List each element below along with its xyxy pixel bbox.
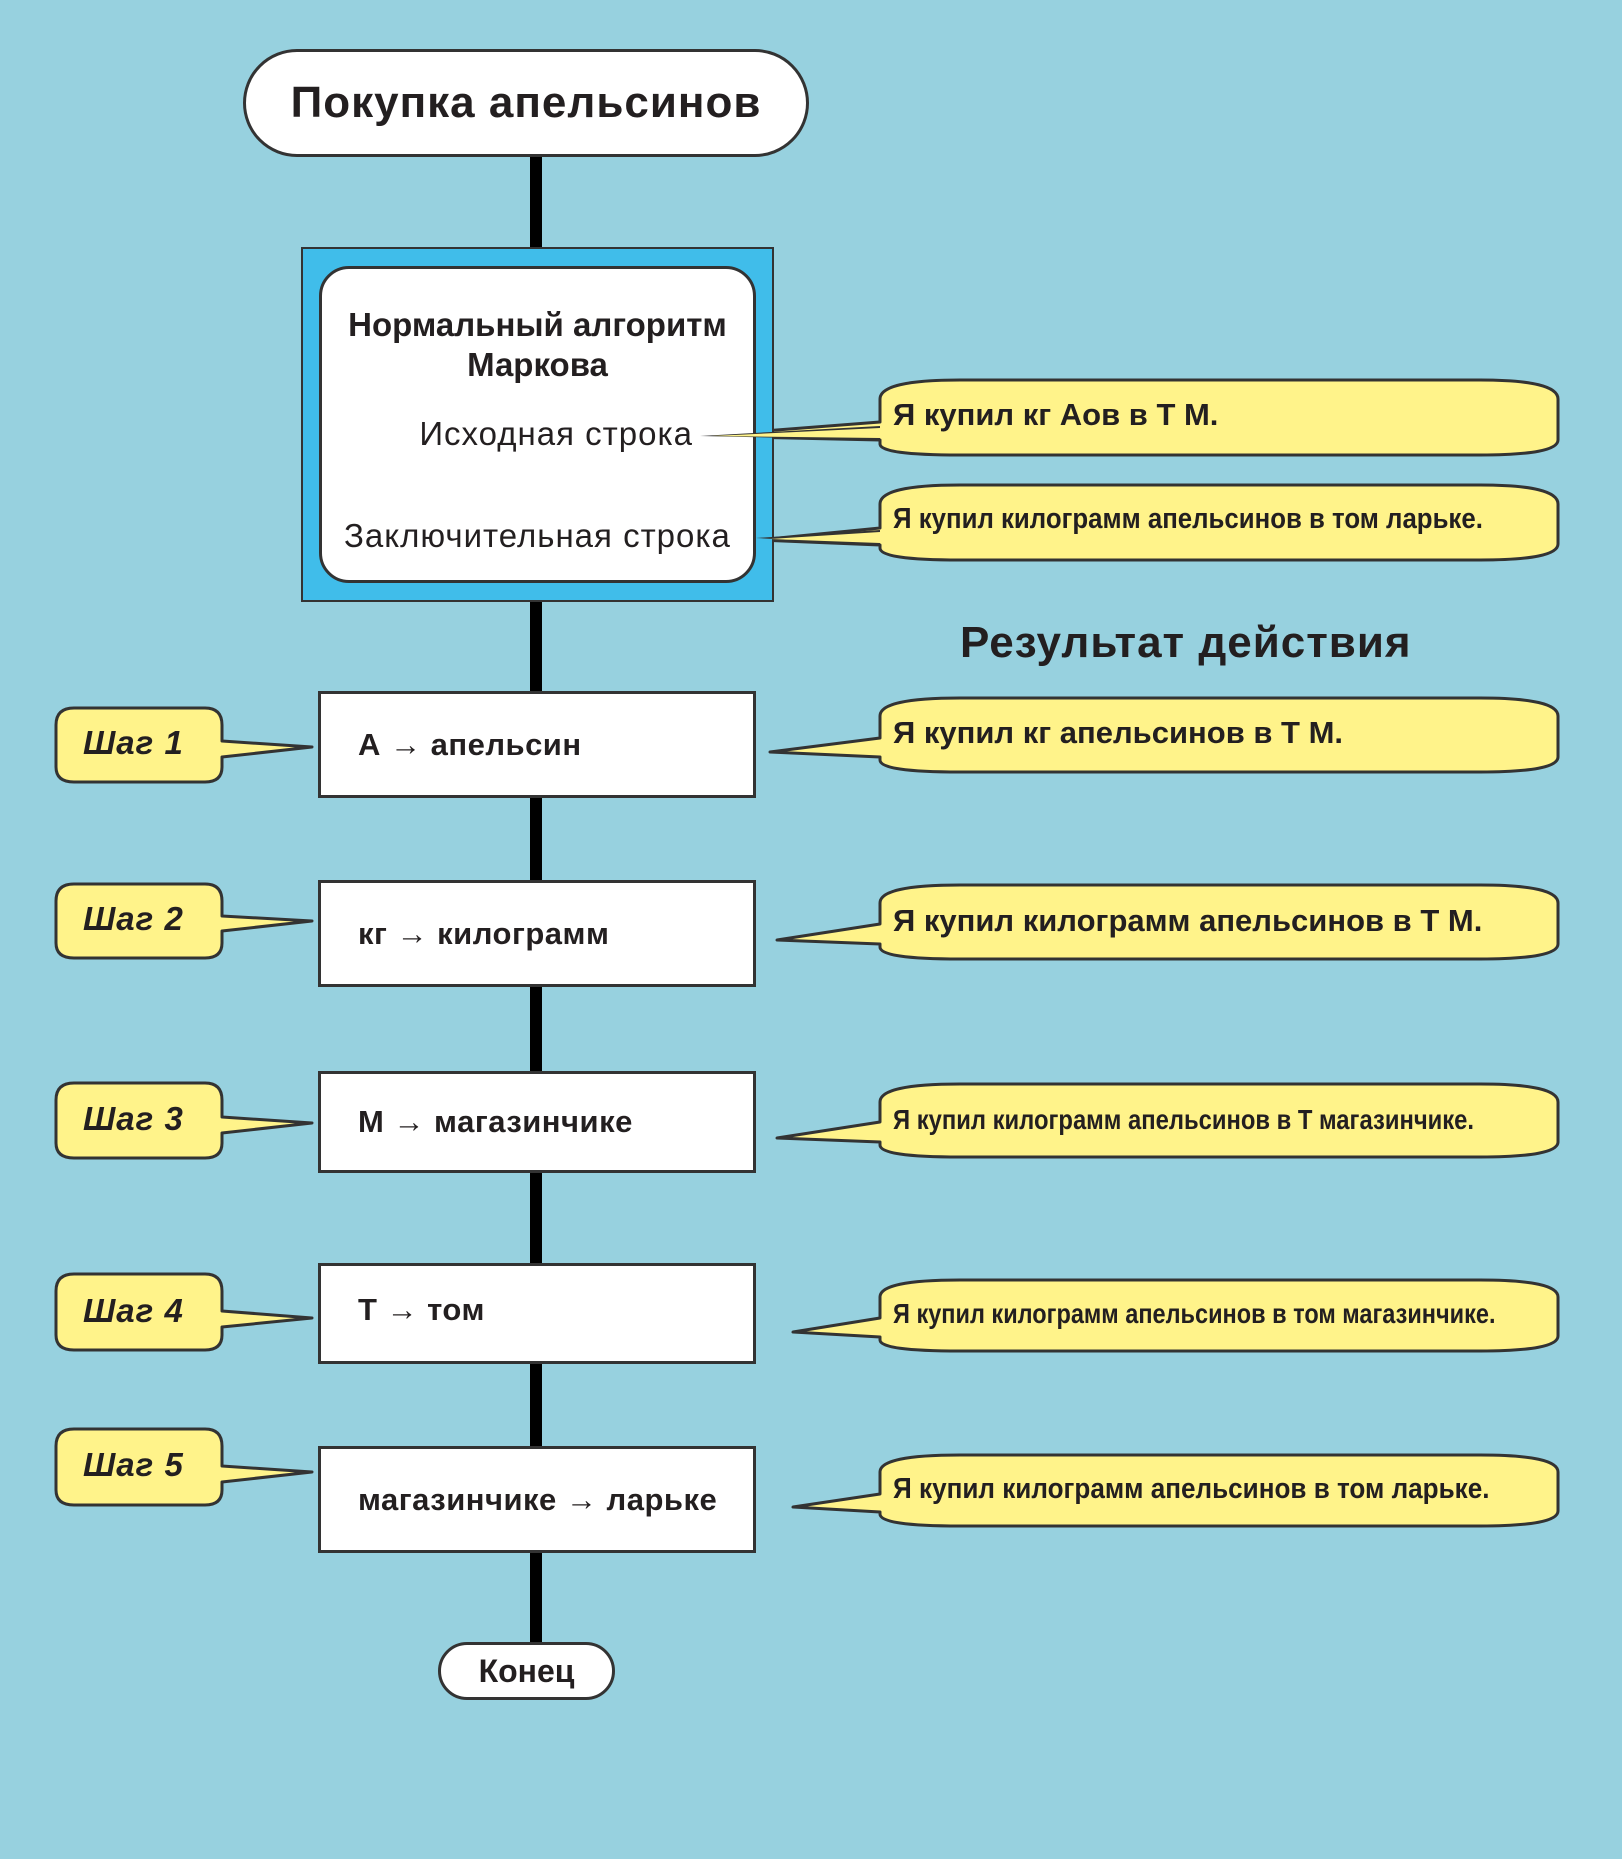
step-label: Шаг 3: [83, 1100, 184, 1137]
step-rule: Т → том: [358, 1292, 485, 1327]
markov-block: Нормальный алгоритм Маркова Исходная стр…: [319, 266, 756, 583]
step2-label-shape: [54, 882, 314, 960]
step-label: Шаг 2: [83, 900, 184, 937]
step-result: Я купил килограмм апельсинов в том магаз…: [893, 1298, 1496, 1329]
step-result: Я купил килограмм апельсинов в том ларьк…: [893, 1473, 1490, 1505]
step-rule-box: магазинчике → ларьке: [318, 1446, 756, 1553]
step3-callout-shape: [775, 1082, 1560, 1159]
final-string-label: Заключительная строка: [344, 517, 731, 554]
final-callout-shape: [756, 483, 1560, 562]
source-string-label: Исходная строка: [419, 415, 693, 452]
step1-label-shape: [54, 706, 314, 784]
step-rule-box: М → магазинчике: [318, 1071, 756, 1173]
step-rule-box: кг → килограмм: [318, 880, 756, 987]
step-rule: магазинчике → ларьке: [358, 1481, 718, 1517]
step4-callout-shape: [791, 1278, 1560, 1353]
start-terminal: Покупка апельсинов: [243, 49, 809, 157]
step4-label-shape: [54, 1272, 314, 1352]
source-string-value: Я купил кг Аов в Т М.: [893, 397, 1219, 432]
markov-title-line2: Маркова: [467, 346, 608, 383]
step3-label-shape: [54, 1081, 314, 1160]
end-label: Конец: [478, 1652, 575, 1689]
final-string-value: Я купил килограмм апельсинов в том ларьк…: [893, 503, 1483, 535]
step-result: Я купил кг апельсинов в Т М.: [893, 715, 1344, 750]
step-rule: А → апельсин: [358, 726, 582, 762]
step-label: Шаг 5: [83, 1446, 184, 1483]
step-result: Я купил килограмм апельсинов в Т магазин…: [893, 1104, 1475, 1135]
step2-callout-shape: [775, 883, 1560, 961]
step5-callout-shape: [791, 1453, 1560, 1528]
step-rule: кг → килограмм: [358, 915, 610, 951]
step-rule-box: А → апельсин: [318, 691, 756, 798]
source-callout-shape: [698, 378, 1560, 457]
markov-title: Нормальный алгоритм Маркова: [322, 305, 753, 385]
end-terminal: Конец: [438, 1642, 615, 1700]
step-rule: М → магазинчике: [358, 1104, 633, 1139]
step-rule-box: Т → том: [318, 1263, 756, 1364]
step-label: Шаг 4: [83, 1292, 184, 1329]
diagram-title: Покупка апельсинов: [290, 78, 762, 127]
step-result: Я купил килограмм апельсинов в Т М.: [893, 903, 1483, 938]
result-heading: Результат действия: [960, 618, 1412, 667]
markov-title-line1: Нормальный алгоритм: [348, 306, 727, 343]
step1-callout-shape: [768, 696, 1560, 774]
step5-label-shape: [54, 1427, 314, 1507]
step-label: Шаг 1: [83, 724, 184, 761]
